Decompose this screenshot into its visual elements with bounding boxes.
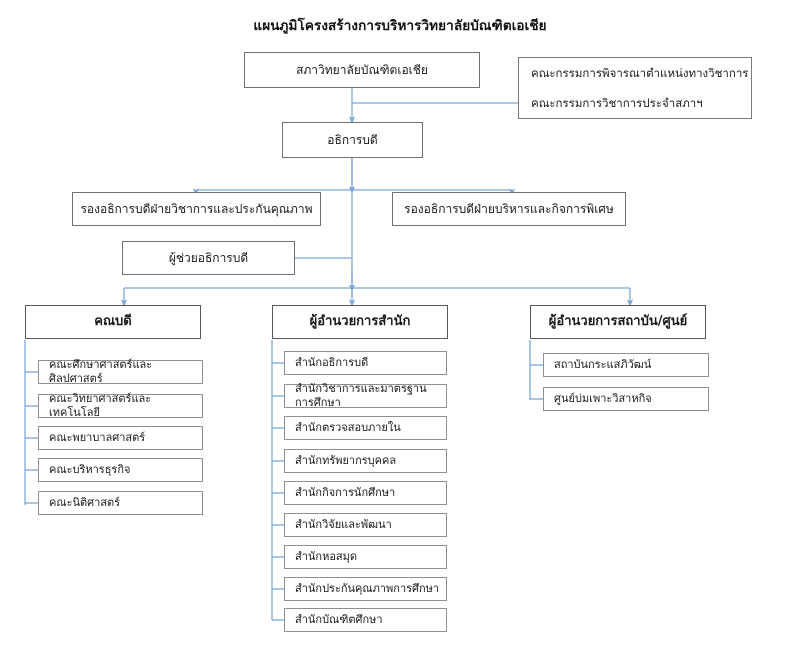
list-item-faculty-business-administration[interactable]: คณะบริหารธุรกิจ [38, 458, 203, 482]
list-item-faculty-nursing[interactable]: คณะพยาบาลศาสตร์ [38, 426, 203, 450]
node-council[interactable]: สภาวิทยาลัยบัณฑิตเอเชีย [244, 52, 480, 88]
list-item-office-library[interactable]: สำนักหอสมุด [284, 545, 447, 569]
page-title: แผนภูมิโครงสร้างการบริหารวิทยาลัยบัณฑิตเ… [253, 18, 547, 34]
list-item-office-graduate-studies[interactable]: สำนักบัณฑิตศึกษา [284, 608, 447, 632]
node-vice-president-administration[interactable]: รองอธิการบดีฝ่ายบริหารและกิจการพิเศษ [392, 192, 626, 226]
list-item-office-quality-assurance[interactable]: สำนักประกันคุณภาพการศึกษา [284, 577, 447, 601]
node-council-label: สภาวิทยาลัยบัณฑิตเอเชีย [296, 62, 428, 77]
list-item-center-business-incubator[interactable]: ศูนย์บ่มเพาะวิสาหกิจ [543, 387, 709, 411]
node-president[interactable]: อธิการบดี [282, 122, 423, 158]
list-item-faculty-science-technology[interactable]: คณะวิทยาศาสตร์และเทคโนโลยี [38, 392, 203, 419]
column-header-institute-center-director[interactable]: ผู้อำนวยการสถาบัน/ศูนย์ [530, 305, 706, 339]
list-item-office-human-resources[interactable]: สำนักทรัพยากรบุคคล [284, 449, 447, 473]
node-vice-president-academic[interactable]: รองอธิการบดีฝ่ายวิชาการและประกันคุณภาพ [72, 192, 321, 226]
column-header-office-director[interactable]: ผู้อำนวยการสำนัก [272, 305, 448, 339]
node-president-label: อธิการบดี [327, 132, 378, 147]
list-item-office-student-affairs[interactable]: สำนักกิจการนักศึกษา [284, 481, 447, 505]
node-assistant-president[interactable]: ผู้ช่วยอธิการบดี [122, 241, 295, 275]
list-item-office-research-development[interactable]: สำนักวิจัยและพัฒนา [284, 513, 447, 537]
list-item-faculty-law[interactable]: คณะนิติศาสตร์ [38, 491, 203, 515]
list-item-office-president[interactable]: สำนักอธิการบดี [284, 351, 447, 375]
list-item-office-internal-audit[interactable]: สำนักตรวจสอบภายใน [284, 416, 447, 440]
list-item-office-academic-standards[interactable]: สำนักวิชาการและมาตรฐานการศึกษา [284, 382, 447, 409]
committee-row-academic-position: คณะกรรมการพิจารณาตำแหน่งทางวิชาการ [531, 65, 749, 80]
node-committees[interactable]: คณะกรรมการพิจารณาตำแหน่งทางวิชาการ คณะกร… [518, 57, 752, 119]
column-header-dean[interactable]: คณบดี [25, 305, 201, 339]
list-item-faculty-education-arts[interactable]: คณะศึกษาศาสตร์และศิลปศาสตร์ [38, 358, 203, 385]
committee-row-council-academic: คณะกรรมการวิชาการประจำสภาฯ [531, 95, 703, 110]
list-item-institute-krasaephiwat[interactable]: สถาบันกระแสภิวัฒน์ [543, 353, 709, 377]
